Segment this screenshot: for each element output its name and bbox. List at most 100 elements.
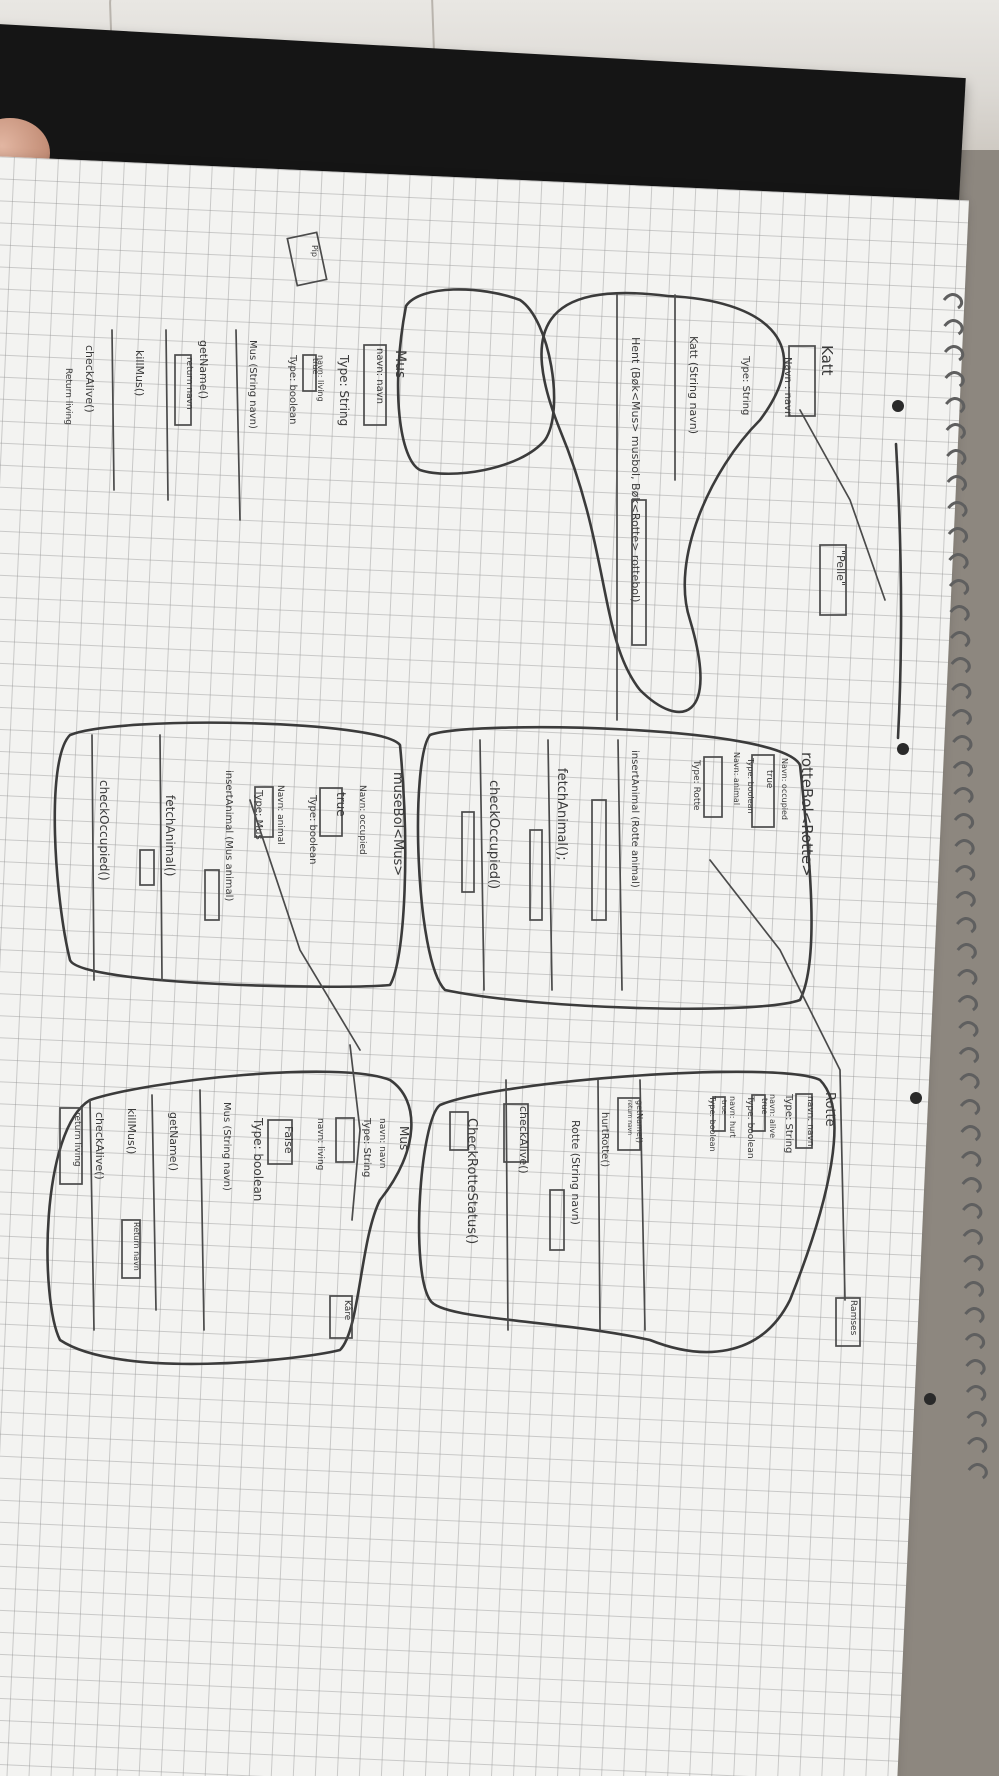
- mus-right-getname: getName(): [167, 1112, 180, 1171]
- mus-left-living-type: Type: boolean: [287, 354, 298, 425]
- rotte-alive-type: Type: boolean: [745, 1095, 755, 1159]
- rotte-group: Rotte navn: navn Type: String navn: aliv…: [417, 859, 861, 1354]
- spiral-ring: [964, 1333, 986, 1350]
- spiral-ring: [956, 917, 977, 934]
- spiral-ring: [947, 501, 968, 518]
- rottebol-check: checkOccupied(): [486, 780, 501, 889]
- svg-text:Pip: Pip: [310, 245, 319, 257]
- katt-navn-value: "Pelle": [834, 550, 847, 586]
- mus-left-return: return navn: [184, 357, 194, 410]
- mus-left-kill: killMus(): [133, 350, 146, 396]
- spiral-ring: [959, 1099, 981, 1116]
- mus-right-type: Type: String: [361, 1117, 372, 1177]
- spiral-ring: [967, 1437, 988, 1454]
- katt-navn-field: Navn : navn: [782, 357, 793, 417]
- spiral-ring: [963, 1255, 984, 1272]
- mus-left-constructor: Mus (String navn): [247, 340, 258, 429]
- mus-left-group: Mus navn: navn Type: String navn: living…: [63, 231, 556, 521]
- musebol-title: museBol<Mus>: [390, 772, 405, 876]
- spiral-binding: [942, 293, 988, 1480]
- mus-right-living-type: Type: boolean: [251, 1117, 265, 1201]
- rotte-getname-return: return navn: [626, 1100, 633, 1135]
- katt-group: Katt Navn : navn Type: String Katt (Stri…: [540, 291, 886, 721]
- spiral-ring: [955, 891, 976, 908]
- spiral-ring: [950, 657, 971, 674]
- mus-right-navn: navn: navn: [377, 1118, 387, 1168]
- rottebol-animal-type: Type: Rotte: [691, 759, 701, 811]
- binder-holes: [892, 400, 936, 1405]
- musebol-occupied-type: Type: boolean: [307, 794, 318, 865]
- mus-left-living-value: true: [311, 358, 320, 374]
- rotte-check-alive: checkAlive(): [517, 1106, 530, 1174]
- spiral-ring: [967, 1463, 988, 1480]
- spiral-ring: [957, 969, 978, 986]
- spiral-ring: [961, 1177, 982, 1194]
- rottebol-occupied-field: Navn: occupied: [780, 758, 789, 820]
- katt-constructor: Katt (String navn): [687, 336, 700, 434]
- musebol-check: checkOccupied(): [97, 780, 111, 881]
- spiral-ring: [946, 449, 967, 466]
- spiral-ring: [958, 1047, 980, 1064]
- rotte-navn-value: Ramses: [848, 1300, 858, 1336]
- spiral-ring: [960, 1125, 981, 1142]
- mus-right-check: checkAlive(): [93, 1112, 106, 1180]
- rottebol-group: rotteBol<Rotte> Navn: occupied true Type…: [416, 725, 816, 1010]
- mus-left-type: Type: String: [337, 354, 351, 426]
- spiral-ring: [951, 683, 972, 700]
- rottebol-title: rotteBol<Rotte>: [798, 752, 816, 877]
- mus-right-check-return: return living: [72, 1112, 82, 1167]
- rottebol-occupied-value: true: [764, 770, 774, 789]
- rotte-hurt-value: true: [720, 1100, 728, 1114]
- katt-method: Hent (Bøk<Mus> musbol, Bøk<Rotte> rotteb…: [629, 337, 642, 602]
- spiral-ring: [954, 839, 975, 856]
- spiral-ring: [946, 475, 967, 492]
- rottebol-fetch: fetchAnimal();: [554, 768, 569, 861]
- spiral-ring: [943, 345, 965, 362]
- mus-right-constructor: Mus (String navn): [221, 1102, 232, 1191]
- spiral-ring: [951, 709, 972, 726]
- spiral-ring: [945, 397, 966, 414]
- rotte-alive-value: true: [760, 1098, 769, 1114]
- musebol-insert: insertAnimal (Mus animal): [223, 770, 234, 901]
- spiral-ring: [945, 423, 966, 440]
- spiral-ring: [953, 813, 975, 830]
- mus-right-title: Mus: [397, 1126, 411, 1150]
- rottebol-insert: insertAnimal (Rotte animal): [629, 750, 640, 888]
- spiral-ring: [943, 319, 964, 336]
- mus-left-navn: navn: navn: [374, 348, 385, 404]
- rotte-type: Type: String: [783, 1093, 794, 1153]
- spiral-ring: [949, 631, 971, 648]
- mus-right-navn-value: Kåre: [342, 1300, 353, 1321]
- mus-left-title: Mus: [392, 350, 408, 378]
- rotte-check-status: CheckRotteStatus(): [464, 1118, 479, 1244]
- spiral-ring: [965, 1359, 986, 1376]
- spiral-ring: [952, 735, 973, 752]
- mus-right-kill: killMus(): [125, 1108, 138, 1154]
- spiral-ring: [962, 1203, 983, 1220]
- musebol-occupied-value: true: [334, 792, 348, 817]
- mus-right-return: Return navn: [132, 1222, 141, 1271]
- spiral-ring: [965, 1385, 987, 1402]
- rotte-navn-field: navn: navn: [805, 1096, 815, 1146]
- mus-right-living-field: navn: living: [315, 1118, 325, 1170]
- rottebol-animal-field: Navn: animal: [732, 752, 741, 805]
- spiral-ring: [954, 865, 976, 882]
- spiral-ring: [959, 1073, 980, 1090]
- spiral-ring: [957, 995, 978, 1012]
- spiral-ring: [962, 1229, 983, 1246]
- spiral-ring: [942, 293, 964, 310]
- spiral-ring: [944, 371, 965, 388]
- spiral-ring: [949, 605, 970, 622]
- rottebol-occupied-type: Type: boolean: [746, 757, 755, 814]
- musebol-occupied-field: Navn: occupied: [357, 785, 367, 855]
- musebol-fetch: fetchAnimal(): [163, 795, 177, 876]
- rotte-getname: getName(): [635, 1100, 644, 1143]
- spiral-ring: [956, 943, 977, 960]
- mus-right-group: Mus navn: navn Type: String navn: living…: [46, 1044, 413, 1366]
- rotte-title: Rotte: [822, 1092, 837, 1127]
- musebol-animal-field: Navn: animal: [275, 785, 285, 845]
- spiral-ring: [948, 579, 970, 596]
- katt-type: Type: String: [740, 355, 751, 415]
